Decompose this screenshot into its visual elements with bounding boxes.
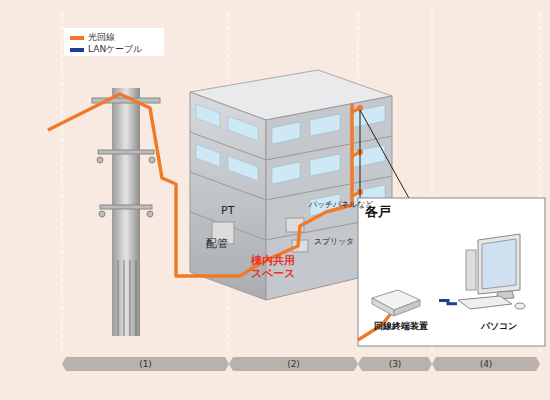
section-band: (4) bbox=[436, 357, 536, 371]
legend-row: LANケーブル bbox=[70, 43, 142, 56]
legend-swatch bbox=[70, 48, 84, 52]
lan-cable bbox=[439, 301, 457, 304]
part-label: PT bbox=[221, 204, 234, 217]
node-text: (3) bbox=[389, 359, 402, 369]
section-band: (1) bbox=[66, 357, 225, 371]
node-text: (4) bbox=[480, 359, 493, 369]
node-text: 回線終端装置 bbox=[374, 320, 428, 333]
device-box: 回線終端装置 bbox=[363, 285, 439, 337]
legend-text: 光回線 bbox=[88, 31, 115, 44]
legend-swatch bbox=[70, 36, 84, 40]
legend-text: LANケーブル bbox=[88, 43, 142, 56]
section-band: (2) bbox=[233, 357, 354, 371]
area-label: 棟内共用 スペース bbox=[248, 255, 299, 280]
section-band: (3) bbox=[362, 357, 428, 371]
legend-row: 光回線 bbox=[70, 31, 115, 44]
node-text: (2) bbox=[287, 359, 300, 369]
pc-box: パソコン bbox=[457, 233, 541, 337]
part-label: スプリッタ bbox=[314, 236, 354, 247]
node-text: パソコン bbox=[481, 320, 517, 333]
node-text: (1) bbox=[139, 359, 152, 369]
part-label: 配管 bbox=[206, 236, 228, 251]
part-label: パッチパネルなど bbox=[309, 199, 373, 210]
legend-box: 光回線LANケーブル bbox=[64, 28, 164, 56]
inset-box: 各戸回線終端装置パソコン bbox=[358, 198, 545, 346]
